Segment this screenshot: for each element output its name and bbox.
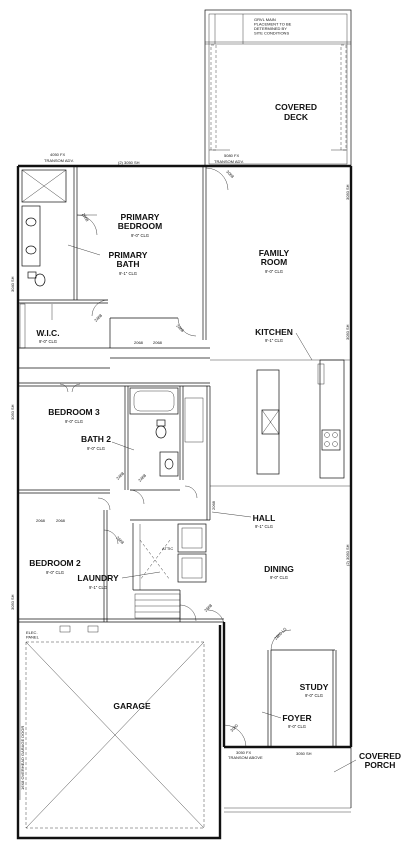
bedroom3-clg: 9'-0" CLG bbox=[65, 419, 83, 424]
hall-clg: 9'-1" CLG bbox=[255, 524, 273, 529]
hall-label: HALL bbox=[253, 513, 276, 523]
note-garage-door: 16X8 OVERHEAD GARAGE DOOR bbox=[20, 726, 25, 790]
note-win-right-top: 3050 SH bbox=[345, 184, 350, 200]
laundry-label: LAUNDRY bbox=[77, 573, 119, 583]
kitchen-clg: 9'-1" CLG bbox=[265, 338, 283, 343]
foyer-clg: 9'-0" CLG bbox=[288, 724, 306, 729]
door-tag-primary-closet-1: 2468 bbox=[175, 323, 185, 333]
door-tag-primary-bedroom: 2668 bbox=[81, 212, 90, 223]
note-transom-top-left: TRANSOM ADV. bbox=[44, 158, 74, 163]
interior-walls bbox=[18, 166, 351, 747]
note-win-top-left: 4050 FX bbox=[50, 152, 65, 157]
door-tag-bath2: 2468 bbox=[137, 472, 147, 482]
bath2-clg: 9'-0" CLG bbox=[87, 446, 105, 451]
kitchen-label: KITCHEN bbox=[255, 327, 293, 337]
door-tag-hall-closet-2: 2068 bbox=[153, 340, 163, 345]
study-label: STUDY bbox=[300, 682, 329, 692]
note-win-left-bed3: 3050 SH bbox=[10, 404, 15, 420]
exterior-walls bbox=[16, 164, 353, 840]
bedroom2-clg: 9'-0" CLG bbox=[46, 570, 64, 575]
door-tag-bedroom2-door: 2668 bbox=[115, 535, 125, 545]
study-clg: 9'-0" CLG bbox=[305, 693, 323, 698]
garage-fixtures bbox=[19, 625, 205, 829]
bath2-fixtures bbox=[129, 387, 204, 477]
door-tag-hall-closet-1: 2068 bbox=[134, 340, 144, 345]
door-tag-wic: 2468 bbox=[93, 312, 103, 322]
note-elec-panel: ELEC.PANEL bbox=[26, 630, 40, 640]
primary-bath-fixtures bbox=[19, 169, 67, 349]
note-transom-deck: TRANSOM ADV. bbox=[214, 159, 244, 164]
note-win-foyer: 3050 SH bbox=[296, 751, 312, 756]
kitchen-fixtures bbox=[256, 359, 345, 479]
note-win-right-din: (2) 3050 SH bbox=[345, 544, 350, 566]
note-attic: ATTIC bbox=[162, 546, 173, 551]
note-transom-foyer-2: TRANSOM ABOVE bbox=[228, 755, 263, 760]
wic-clg: 9'-0" CLG bbox=[39, 339, 57, 344]
door-swings bbox=[59, 167, 292, 748]
bedroom2-label: BEDROOM 2 bbox=[29, 558, 81, 568]
note-win-top-mid: (2) 3050 SH bbox=[118, 160, 140, 165]
door-tag-deck: 3068 bbox=[225, 169, 235, 179]
dining-clg: 9'-0" CLG bbox=[270, 575, 288, 580]
door-tag-bedroom2-a: 2068 bbox=[36, 518, 46, 523]
door-tag-bedroom2-b: 2068 bbox=[56, 518, 66, 523]
bedroom3-label: BEDROOM 3 bbox=[48, 407, 100, 417]
note-transom-foyer-1: 3050 FX bbox=[236, 750, 251, 755]
note-win-deck: 5080 FX bbox=[224, 153, 239, 158]
note-win-left-bed2: 3050 SH bbox=[10, 594, 15, 610]
garage-label: GARAGE bbox=[113, 701, 151, 711]
laundry-fixtures bbox=[134, 523, 207, 619]
note-win-left-bath: 3040 SH bbox=[10, 276, 15, 292]
covered-porch-outline bbox=[224, 747, 352, 813]
note-win-right-fam: 3050 SH bbox=[345, 324, 350, 340]
door-tag-front: 3080 bbox=[229, 722, 239, 732]
door-tag-garage-entry: 2668 bbox=[203, 602, 213, 612]
primary-bath-clg: 9'-1" CLG bbox=[119, 271, 137, 276]
door-tag-hall-linen: 2068 bbox=[211, 500, 216, 510]
foyer-label: FOYER bbox=[282, 713, 311, 723]
primary-bedroom-clg: 9'-0" CLG bbox=[131, 233, 149, 238]
laundry-clg: 9'-1" CLG bbox=[89, 585, 107, 590]
note-door-study: 2860 LG bbox=[273, 626, 287, 640]
dining-label: DINING bbox=[264, 564, 294, 574]
bath2-label: BATH 2 bbox=[81, 434, 111, 444]
door-tag-bedroom3: 2468 bbox=[115, 470, 125, 480]
wic-label: W.I.C. bbox=[36, 328, 59, 338]
family-room-clg: 9'-0" CLG bbox=[265, 269, 283, 274]
